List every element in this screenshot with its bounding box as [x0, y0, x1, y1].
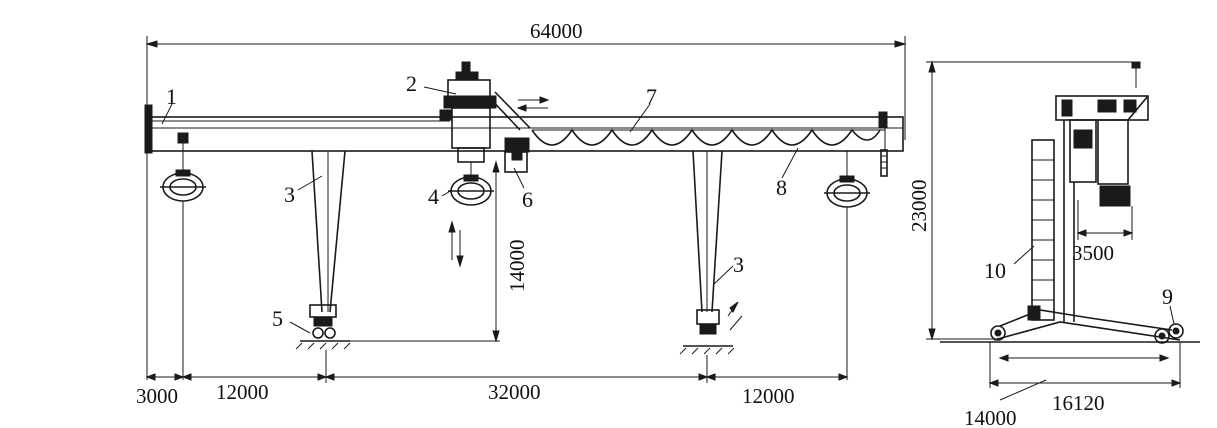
- top-pole-cap: [1131, 61, 1141, 69]
- bottom-dimension-chain: [145, 350, 849, 383]
- centre-grab: [448, 162, 494, 206]
- leader-lines: [161, 86, 799, 334]
- label-8: 8: [776, 175, 787, 200]
- side-view: 23000: [907, 60, 1200, 428]
- label-5: 5: [272, 306, 283, 331]
- wheel-base-text: 14000: [964, 406, 1017, 428]
- lift-height-dimension: [336, 160, 500, 343]
- trolley: [439, 61, 531, 163]
- lift-height-text: 14000: [505, 240, 529, 293]
- right-grab: [824, 151, 870, 208]
- base-dimensions: [988, 342, 1182, 401]
- right-leg: [679, 150, 743, 355]
- leader-9: [1169, 305, 1175, 325]
- label-4: 4: [428, 184, 439, 209]
- trolley-gauge-dimension: [1076, 200, 1134, 240]
- total-height-dimension: [926, 60, 1140, 341]
- main-girder: [144, 104, 904, 154]
- left-leg: [295, 150, 351, 350]
- left-bay-text: 12000: [216, 380, 269, 404]
- end-pendant: [878, 111, 888, 177]
- label-9: 9: [1162, 284, 1173, 309]
- total-height-text: 23000: [907, 180, 931, 233]
- drive-unit: [504, 137, 530, 173]
- side-trolley: [1055, 95, 1149, 207]
- label-3-right: 3: [733, 252, 744, 277]
- festoon-cable: [531, 128, 881, 146]
- right-bay-text: 12000: [742, 384, 795, 408]
- base-width-text: 16120: [1052, 391, 1105, 415]
- overall-span-text: 64000: [530, 19, 583, 43]
- label-6: 6: [522, 187, 533, 212]
- hoist-arrows: [448, 220, 464, 268]
- main-span-text: 32000: [488, 380, 541, 404]
- front-view: 64000: [136, 19, 907, 408]
- left-overhang-text: 3000: [136, 384, 178, 408]
- label-1: 1: [166, 84, 177, 109]
- overall-span-dimension: [145, 36, 907, 380]
- label-3-left: 3: [284, 182, 295, 207]
- side-wheels: [990, 323, 1184, 344]
- side-base: [940, 305, 1200, 343]
- left-hoist: [160, 132, 206, 202]
- label-10: 10: [984, 258, 1006, 283]
- label-2: 2: [406, 71, 417, 96]
- label-7: 7: [646, 84, 657, 109]
- trolley-gauge-text: 3500: [1072, 241, 1114, 265]
- side-legs: [1031, 120, 1075, 322]
- leader-10: [1013, 245, 1035, 265]
- travel-arrows: [516, 96, 550, 112]
